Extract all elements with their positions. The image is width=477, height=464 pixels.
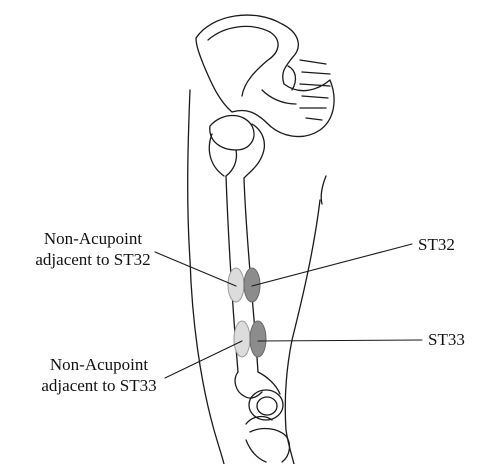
label-non-acupoint-st32: Non-Acupoint adjacent to ST32 [28,228,158,270]
leader-line-st33 [258,340,422,341]
label-non-acupoint-st33-line1: Non-Acupoint [34,354,164,375]
label-non-acupoint-st33: Non-Acupoint adjacent to ST33 [34,354,164,396]
leader-line-st32 [252,244,412,286]
label-st33: ST33 [428,329,465,350]
label-st32: ST32 [418,234,455,255]
knee-outline [235,372,289,462]
st33-marker [250,321,266,357]
label-non-acupoint-st32-line2: adjacent to ST32 [28,249,158,270]
leader-line-non-acupoint-st33 [165,341,242,378]
leader-line-non-acupoint-st32 [155,252,236,286]
non-acupoint-marker-st32 [228,268,244,302]
label-non-acupoint-st32-line1: Non-Acupoint [28,228,158,249]
pelvis-outline [196,15,334,136]
femur-head-outline [209,116,264,179]
non-acupoint-marker-st33 [234,321,250,357]
label-non-acupoint-st33-line2: adjacent to ST33 [34,375,164,396]
